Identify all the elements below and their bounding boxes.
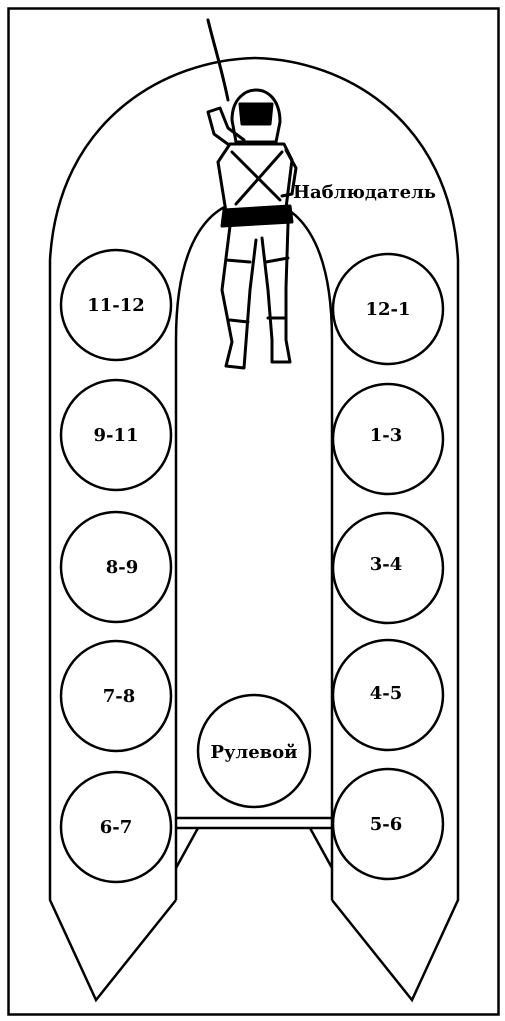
seat-label-right: 12-1 xyxy=(365,299,410,320)
seat-label-right: 1-3 xyxy=(370,425,403,446)
seat-left-1 xyxy=(59,248,173,362)
stern-brace-right xyxy=(308,827,334,869)
outer-hull xyxy=(48,56,460,1003)
stern-brace-left xyxy=(174,827,200,869)
seat-label-left: 11-12 xyxy=(87,295,145,316)
seat-label-left: 8-9 xyxy=(106,557,139,578)
seat-left-4 xyxy=(59,639,173,753)
seat-left-5 xyxy=(59,770,173,884)
seat-right-5 xyxy=(331,767,445,881)
seat-left-2 xyxy=(59,378,173,492)
seat-label-left: 6-7 xyxy=(100,817,133,838)
left-seats xyxy=(59,248,173,884)
seat-label-left: 9-11 xyxy=(93,425,138,446)
observer-figure-icon xyxy=(206,18,298,370)
seat-right-1 xyxy=(331,252,445,366)
seat-label-right: 5-6 xyxy=(370,814,403,835)
seat-right-2 xyxy=(331,382,445,496)
right-seats xyxy=(331,252,445,881)
seat-right-4 xyxy=(331,638,445,752)
seat-left-3 xyxy=(59,510,173,624)
helmsman-label: Рулевой xyxy=(210,742,297,763)
seat-right-3 xyxy=(331,511,445,625)
helmsman-seat xyxy=(196,693,312,809)
seat-label-left: 7-8 xyxy=(103,686,136,707)
frame xyxy=(7,7,500,1016)
seat-label-right: 4-5 xyxy=(370,683,403,704)
observer-label: Наблюдатель xyxy=(293,182,436,203)
seat-label-right: 3-4 xyxy=(370,554,403,575)
